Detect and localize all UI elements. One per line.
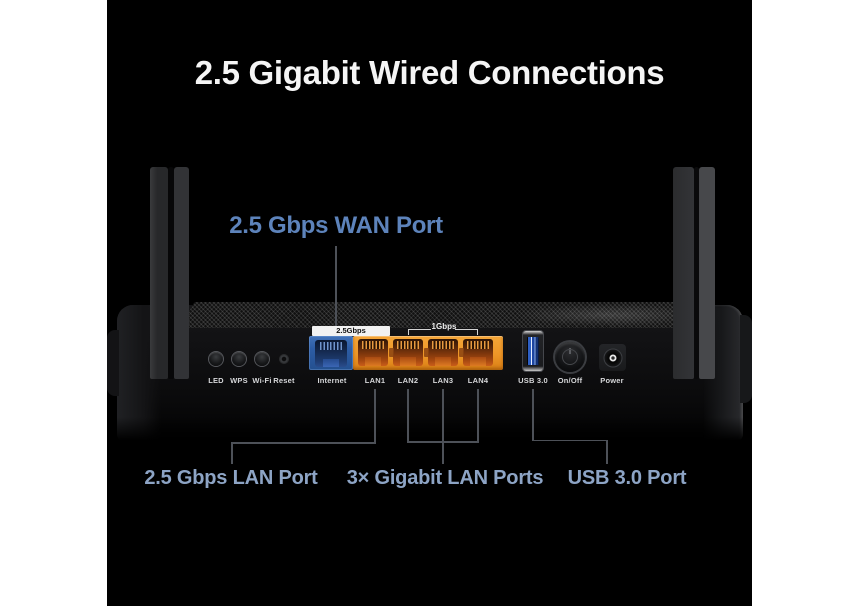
- lan4-rj45-jack: [463, 339, 493, 366]
- panel-label-lan2: LAN2: [397, 376, 419, 385]
- wan-port-callout-label: 2.5 Gbps WAN Port: [229, 212, 443, 239]
- lan2-leader-line: [407, 389, 409, 442]
- reset-button: [280, 355, 288, 363]
- wan-rj45-jack: [315, 340, 347, 367]
- lan1-rj45-jack: [358, 339, 388, 366]
- panel-label-wps: WPS: [230, 376, 248, 385]
- lan2-rj45-jack: [393, 339, 423, 366]
- panel-label-wifi: Wi-Fi: [252, 376, 272, 385]
- lan3-leader-line: [442, 389, 444, 464]
- antenna-left: [150, 167, 189, 379]
- usb-callout-label: USB 3.0 Port: [567, 467, 687, 489]
- panel-label-onoff: On/Off: [557, 376, 583, 385]
- panel-label-lan1: LAN1: [364, 376, 386, 385]
- router-bottom-shadow: [117, 417, 743, 443]
- speed-badge-1gbps: 1Gbps: [431, 322, 457, 331]
- panel-label-lan3: LAN3: [432, 376, 454, 385]
- lan-divider: [389, 348, 394, 357]
- panel-label-internet: Internet: [317, 376, 347, 385]
- 1gbps-bracket-left: [408, 329, 431, 335]
- usb-port: [523, 331, 543, 371]
- panel-label-usb: USB 3.0: [518, 376, 548, 385]
- panel-label-lan4: LAN4: [467, 376, 489, 385]
- wan-leader-line: [335, 246, 337, 330]
- poster-black-area: 2.5 Gigabit Wired Connections 2.5 Gbps W…: [107, 0, 752, 606]
- lan-divider: [459, 348, 464, 357]
- speed-badge-2-5gbps: 2.5Gbps: [312, 326, 390, 336]
- usb-leader-line: [532, 389, 534, 441]
- panel-label-led: LED: [208, 376, 224, 385]
- lan1-leader-line: [374, 389, 376, 443]
- usb-leader-line: [606, 439, 608, 464]
- antenna-right: [673, 167, 715, 379]
- lan3-rj45-jack: [428, 339, 458, 366]
- lan25-callout-label: 2.5 Gbps LAN Port: [144, 467, 318, 489]
- power-button: [555, 342, 585, 372]
- wifi-button: [255, 352, 269, 366]
- led-button: [209, 352, 223, 366]
- panel-label-reset: Reset: [273, 376, 295, 385]
- lan-divider: [424, 348, 429, 357]
- wan-port: [309, 336, 353, 370]
- router-left-edge: [107, 330, 119, 396]
- panel-label-power: Power: [600, 376, 624, 385]
- router-right-edge: [740, 315, 752, 403]
- usb-port-inner: [527, 337, 539, 365]
- page-title: 2.5 Gigabit Wired Connections: [194, 54, 665, 91]
- lan-port-block: [353, 336, 503, 370]
- lan4-leader-line: [477, 389, 479, 442]
- lan1-leader-line: [231, 442, 376, 444]
- 1gbps-bracket-right: [455, 329, 478, 335]
- usb-leader-line: [532, 439, 607, 441]
- power-jack: [599, 344, 626, 371]
- lan1-leader-line: [231, 442, 233, 464]
- router-vent-mesh: [179, 302, 703, 328]
- gigabit-callout-label: 3× Gigabit LAN Ports: [346, 467, 544, 489]
- wps-button: [232, 352, 246, 366]
